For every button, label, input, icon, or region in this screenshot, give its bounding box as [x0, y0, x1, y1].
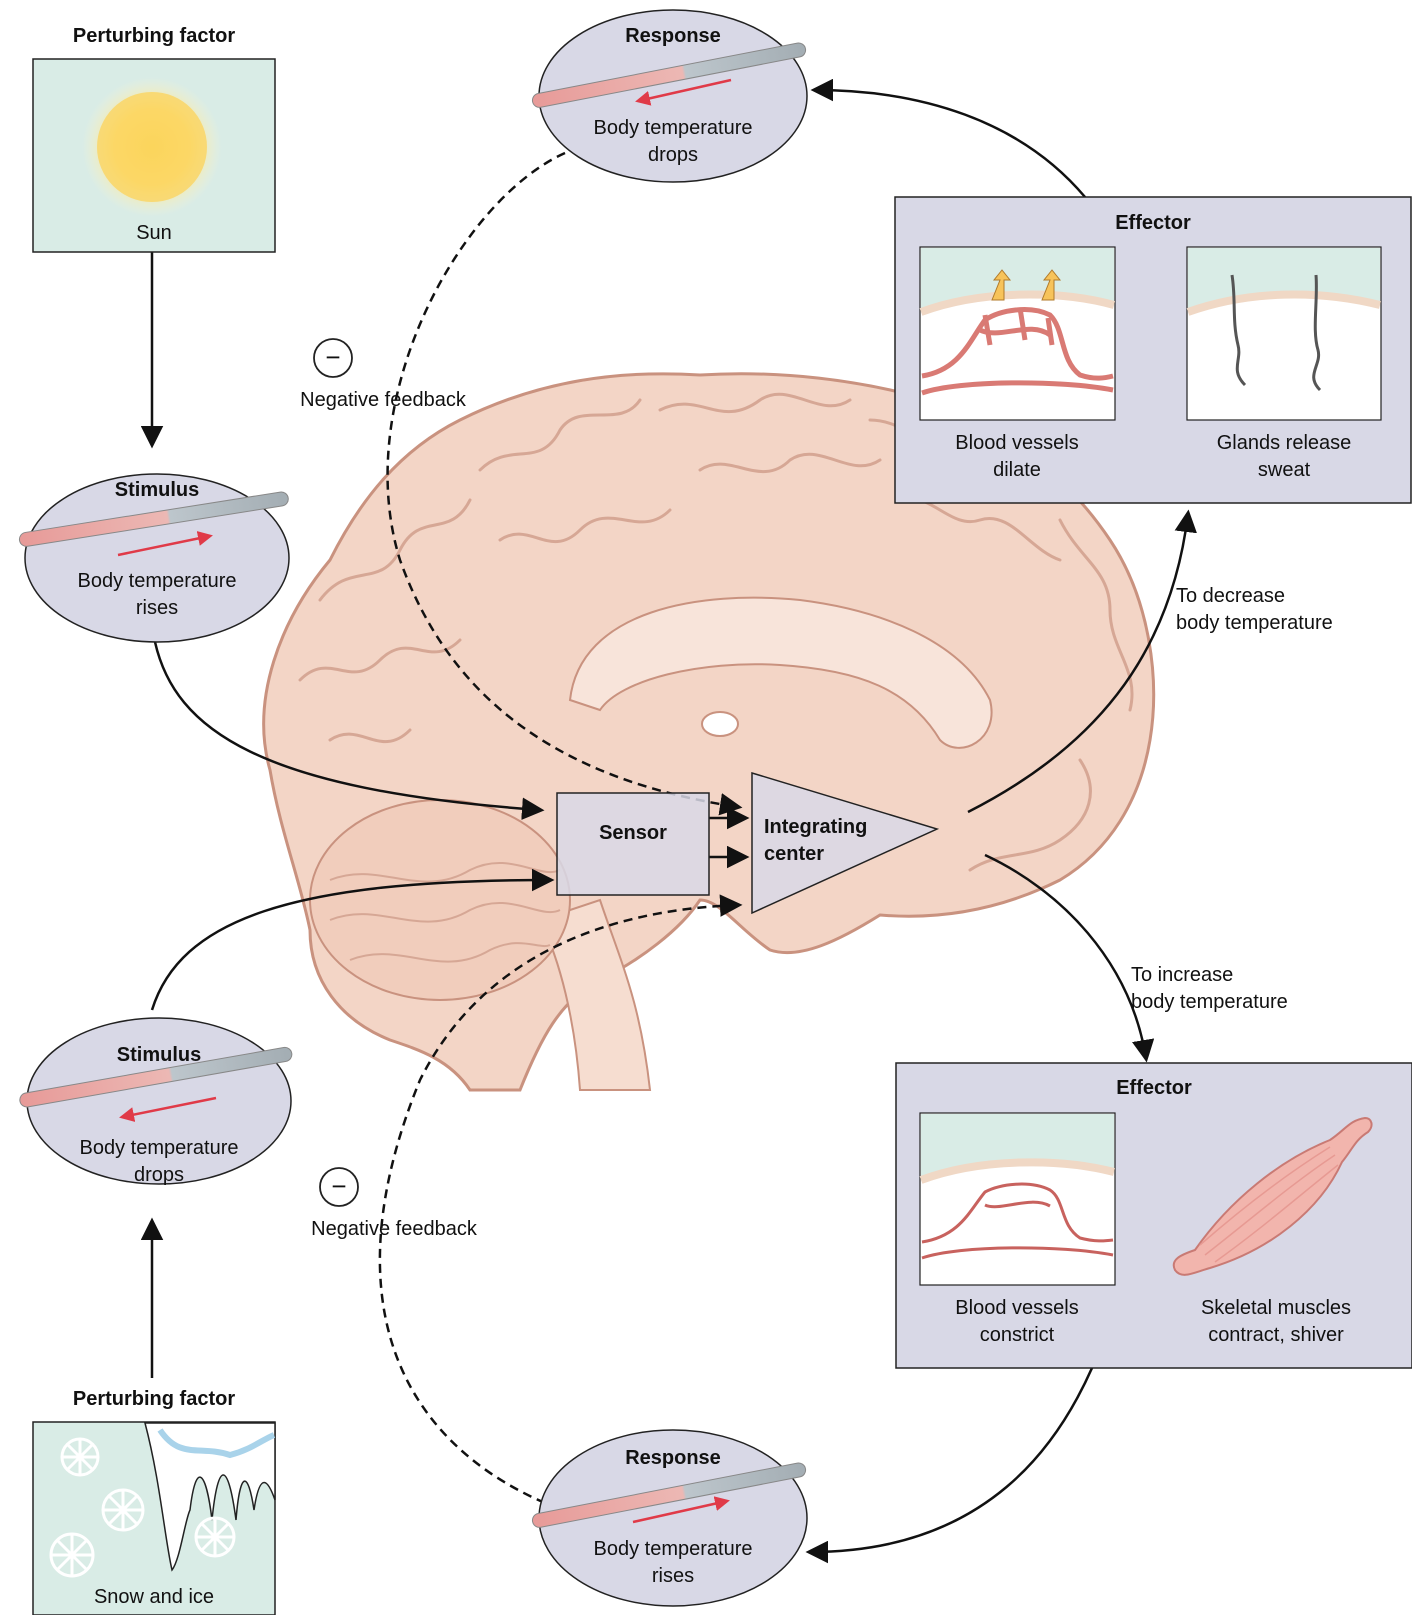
response-line2: rises	[556, 1563, 790, 1589]
constricted-vessels-illustration	[920, 1113, 1115, 1285]
snowflake-icon	[51, 1534, 93, 1576]
snow-ice-caption: Snow and ice	[33, 1584, 275, 1610]
vessels-constrict-line1: Blood vessels	[917, 1295, 1117, 1321]
stimulus-line2: rises	[40, 595, 274, 621]
stimulus-line1: Body temperature	[42, 1135, 276, 1161]
vessels-dilate-line1: Blood vessels	[917, 430, 1117, 456]
stimulus-line2: drops	[42, 1162, 276, 1188]
muscles-line2: contract, shiver	[1166, 1322, 1386, 1348]
negative-feedback-label: Negative feedback	[294, 1216, 494, 1242]
integrating-line1: Integrating	[764, 814, 914, 840]
perturbing-factor-title: Perturbing factor	[33, 1386, 275, 1412]
minus-symbol: −	[314, 343, 352, 371]
to-increase-line2: body temperature	[1131, 989, 1331, 1015]
vessels-dilate-line2: dilate	[917, 457, 1117, 483]
snowflake-icon	[196, 1518, 234, 1556]
snowflake-icon	[62, 1439, 98, 1475]
to-decrease-line1: To decrease	[1176, 583, 1376, 609]
stimulus-line1: Body temperature	[40, 568, 274, 594]
effector-title: Effector	[1054, 1075, 1254, 1101]
integrating-line2: center	[764, 841, 914, 867]
glands-line1: Glands release	[1184, 430, 1384, 456]
vessels-constrict-line2: constrict	[917, 1322, 1117, 1348]
response-title: Response	[573, 23, 773, 49]
to-increase-line1: To increase	[1131, 962, 1331, 988]
stimulus-title: Stimulus	[57, 477, 257, 503]
sweat-glands-illustration	[1187, 247, 1381, 420]
to-decrease-line2: body temperature	[1176, 610, 1376, 636]
muscles-line1: Skeletal muscles	[1166, 1295, 1386, 1321]
response-line1: Body temperature	[556, 1536, 790, 1562]
glands-line2: sweat	[1184, 457, 1384, 483]
negative-feedback-label: Negative feedback	[283, 387, 483, 413]
response-line1: Body temperature	[556, 115, 790, 141]
sensor-label: Sensor	[557, 820, 709, 846]
minus-symbol: −	[320, 1172, 358, 1200]
snowflake-icon	[103, 1490, 143, 1530]
sun-caption: Sun	[33, 220, 275, 246]
effector-title: Effector	[1053, 210, 1253, 236]
dilated-vessels-illustration	[920, 247, 1115, 420]
response-line2: drops	[556, 142, 790, 168]
stimulus-title: Stimulus	[59, 1042, 259, 1068]
perturbing-factor-title: Perturbing factor	[33, 23, 275, 49]
response-title: Response	[573, 1445, 773, 1471]
